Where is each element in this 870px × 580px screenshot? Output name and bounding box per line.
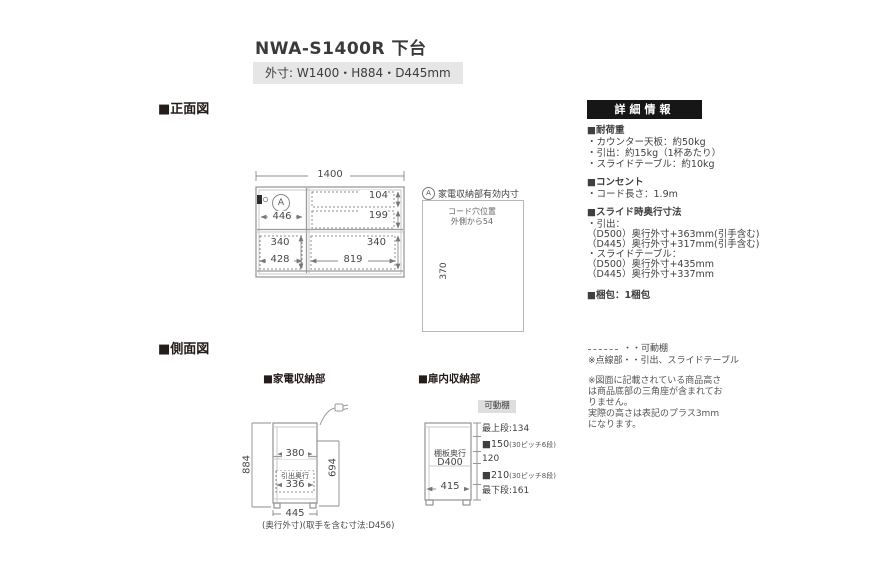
dim-884-label: 884 <box>241 454 253 475</box>
front-view-total-width-dim <box>255 171 405 181</box>
slide-item: （D500）奥行外寸+363mm(引手含む) <box>587 229 760 240</box>
shelf-row-120: 120 <box>482 454 500 464</box>
packing-info: ■梱包：1梱包 <box>587 290 651 301</box>
dim-380-label: 380 <box>282 448 308 459</box>
dim-340-right-label: 340 <box>358 237 386 248</box>
legend-dotted-line: ※点線部・・引出、スライドテーブル <box>588 356 740 366</box>
slide-table-dashed <box>311 191 401 208</box>
slide-item: （D445）奥行外寸+317mm(引手含む) <box>587 239 760 250</box>
slide-item: ・引出： <box>587 219 626 230</box>
shelf-depth-value: D400 <box>437 457 463 468</box>
details-header: 詳細情報 <box>587 100 702 119</box>
dim-199-label: 199 <box>360 210 388 221</box>
outer-dimensions-badge: 外寸: W1400・H884・D445mm <box>253 62 463 84</box>
side-left-caption: (奥行外寸)(取手を含む寸法:D456) <box>262 521 395 531</box>
cord-hole-note-line1: コード穴位置 <box>448 207 496 216</box>
dim-819-label: 819 <box>338 254 368 265</box>
slide-item: （D445）奥行外寸+337mm <box>587 269 715 280</box>
movable-shelf-badge: 可動棚 <box>478 400 516 413</box>
annotation-a-mark: A <box>422 187 435 200</box>
upper-drawer-dashed <box>311 210 401 229</box>
dim-428-label: 428 <box>266 254 294 265</box>
power-cord-icon <box>319 403 349 426</box>
dim-370-label: 370 <box>439 262 449 280</box>
note-line: は商品底部の三角座が含まれてお <box>588 387 723 397</box>
legend-movable-shelf: ・・可動棚 <box>623 344 669 354</box>
dim-415-label: 415 <box>436 481 464 492</box>
movable-shelf-line-swatch <box>588 349 618 350</box>
dim-694-label: 694 <box>327 457 339 478</box>
note-line: ※図面に記載されている商品高さ <box>588 376 722 386</box>
dim-694-bracket <box>317 440 340 507</box>
load-item: ・カウンター天板：約50kg <box>587 137 706 148</box>
appliance-section-label: ■家電収納部 <box>263 373 326 385</box>
annotation-title-text: 家電収納部有効内寸 <box>438 190 520 200</box>
front-view-heading: ■正面図 <box>158 102 210 117</box>
cord-hole-note-line2: 外側から54 <box>450 217 494 226</box>
shelf-depth-label: 棚板奥行 <box>434 449 466 458</box>
side-view-heading: ■側面図 <box>158 342 210 357</box>
front-view-cabinet <box>255 186 405 278</box>
shelf-row-150: ■150(30ピッチ6段) <box>482 439 556 450</box>
dim-340-left-label: 340 <box>266 237 294 248</box>
side-views-drawing <box>251 403 481 516</box>
load-capacity-title: ■耐荷重 <box>587 125 625 136</box>
dim-336-label: 336 <box>282 479 308 490</box>
dim-104-label: 104 <box>360 190 388 201</box>
shelf-position-bracket <box>473 422 481 501</box>
outlet-item: ・コード長さ：1.9m <box>587 189 678 200</box>
shelf-row-210: ■210(30ピッチ8段) <box>482 470 556 481</box>
drawer-depth-label: 引出奥行 <box>277 471 313 482</box>
slide-depth-title: ■スライド時奥行寸法 <box>587 207 682 218</box>
side-left-cabinet <box>272 422 318 509</box>
page-title: NWA-S1400R 下台 <box>255 39 427 59</box>
dim-445-label: 445 <box>281 508 309 519</box>
shelf-row-bottom: 最下段:161 <box>482 486 530 496</box>
compartment-a-mark: A <box>272 194 290 212</box>
slide-item: （D500）奥行外寸+435mm <box>587 259 715 270</box>
note-line: になります。 <box>588 420 642 430</box>
door-inner-section-label: ■扉内収納部 <box>418 373 481 385</box>
outlet-icon <box>257 195 269 204</box>
dim-446-label: 446 <box>268 211 296 222</box>
annotation-box <box>422 200 524 332</box>
shelf-row-top: 最上段:134 <box>482 424 530 434</box>
dim-1400-label: 1400 <box>310 169 350 180</box>
slide-item: ・スライドテーブル： <box>587 249 682 260</box>
note-line: りません。 <box>588 398 633 408</box>
annotation-title: A 家電収納部有効内寸 <box>422 187 519 200</box>
dim-884-bracket <box>251 422 271 508</box>
outlet-title: ■コンセント <box>587 177 644 188</box>
load-item: ・スライドテーブル：約10kg <box>587 159 715 170</box>
note-line: 実際の高さは表記のプラス3mm <box>588 409 720 419</box>
load-item: ・引出：約15kg（1杯あたり） <box>587 148 722 159</box>
